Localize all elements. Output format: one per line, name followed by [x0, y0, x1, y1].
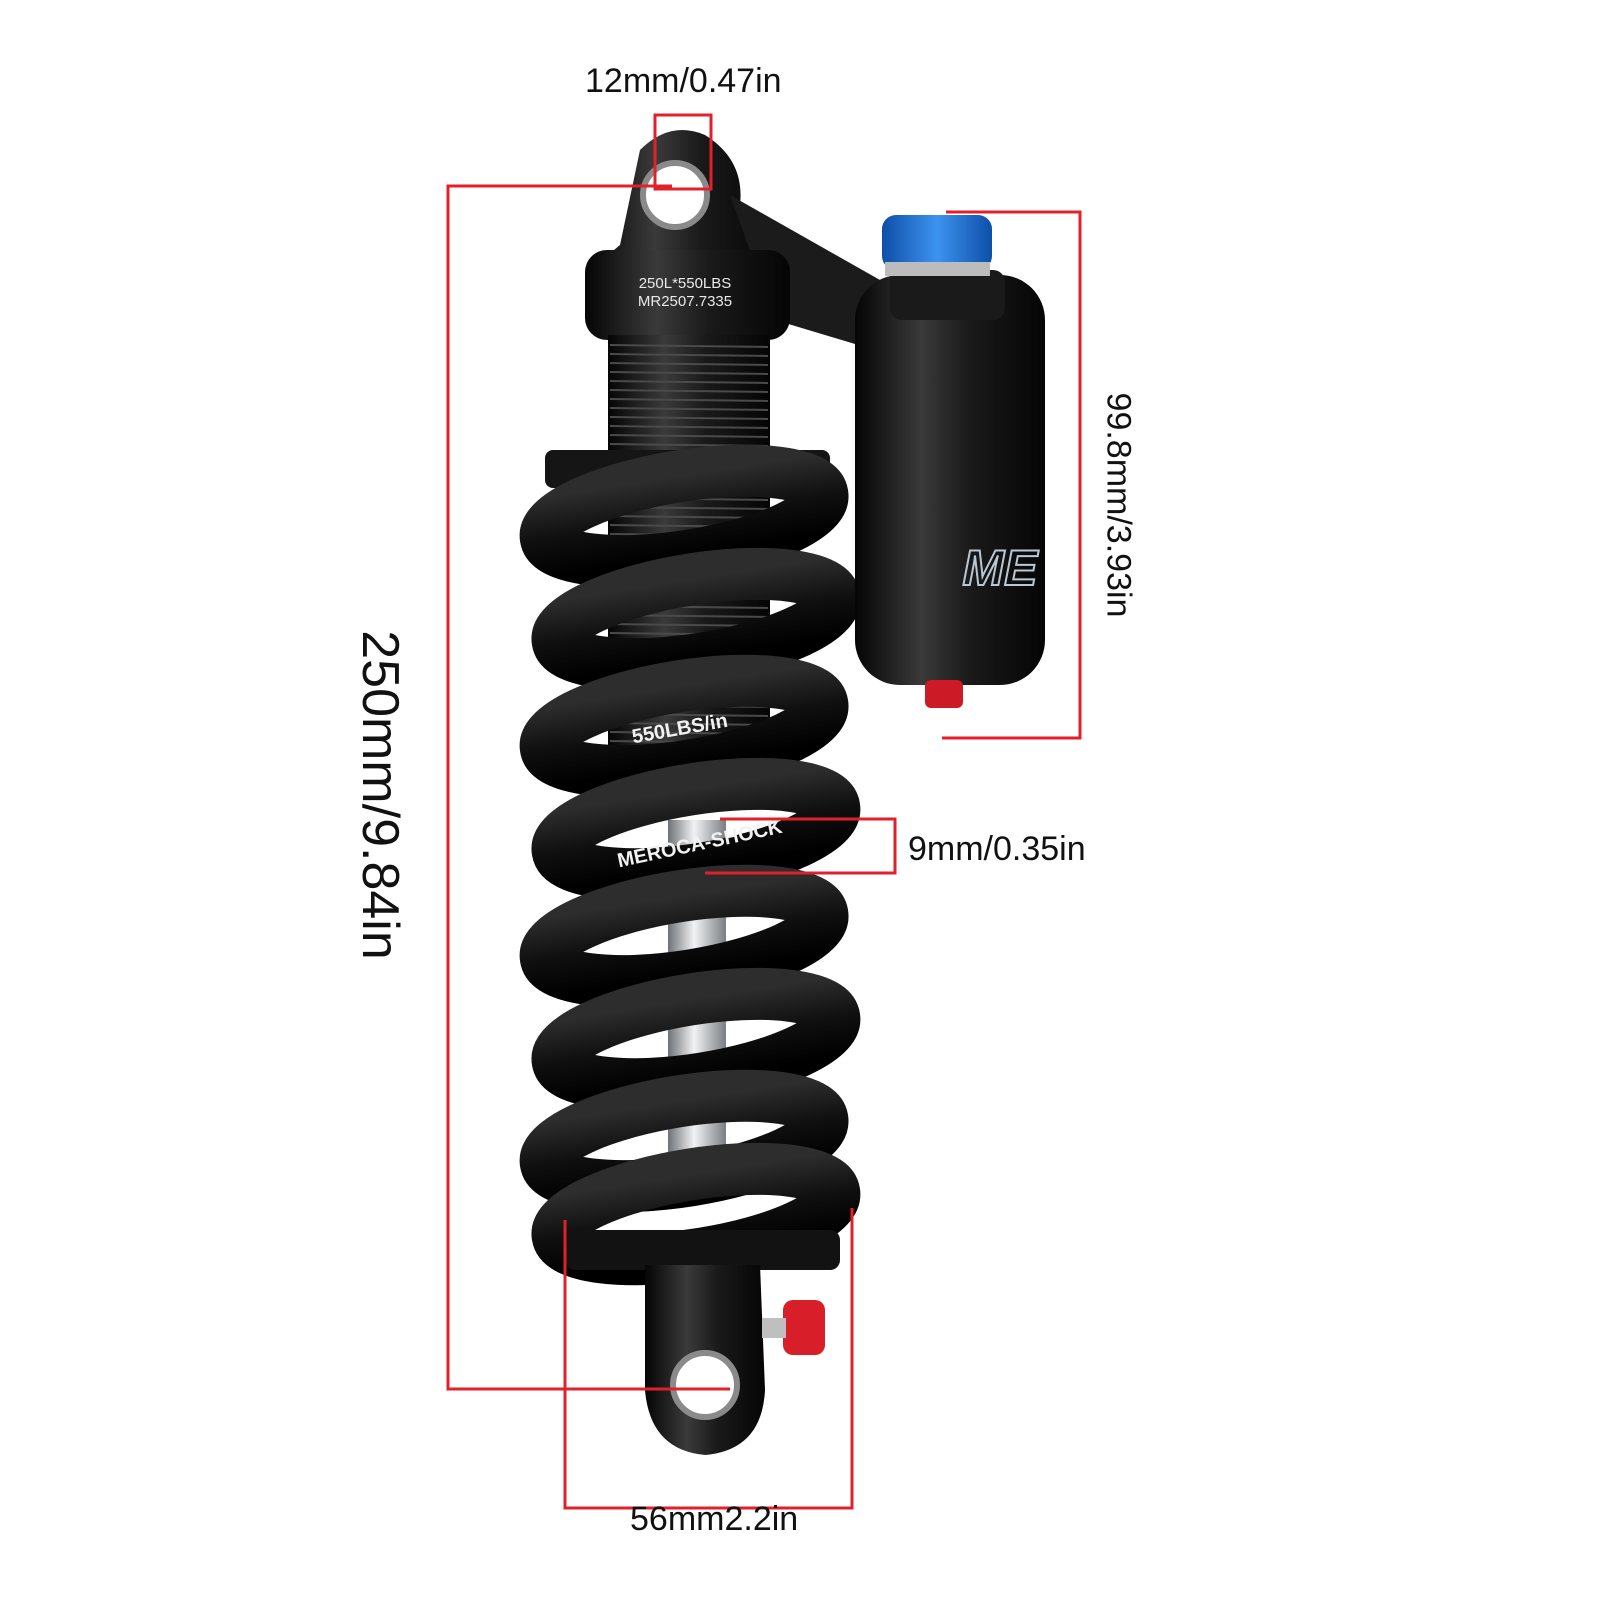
thread-line	[609, 425, 769, 429]
cap-marking-line2: MR2507.7335	[638, 293, 732, 310]
cap-marking-line1: 250L*550LBS	[639, 275, 732, 292]
thread-line	[609, 389, 769, 393]
lower-eye-hole	[670, 1350, 740, 1420]
compression-knob[interactable]	[882, 215, 992, 270]
rebound-knob-stem	[762, 1318, 786, 1338]
mount-width-bracket	[563, 1208, 854, 1510]
thread-line	[609, 344, 769, 348]
compression-knob-base	[885, 262, 990, 276]
rebound-knob[interactable]	[783, 1300, 825, 1355]
thread-line	[609, 353, 769, 357]
thread-line	[609, 407, 769, 411]
reservoir-arm	[730, 195, 880, 350]
lower-spring-seat	[565, 1230, 840, 1270]
reservoir-height-label: 99.8mm/3.93in	[1099, 392, 1138, 618]
top-cap	[585, 250, 790, 340]
reservoir-body	[855, 275, 1045, 685]
coil-spring	[519, 444, 861, 1286]
thread-line	[609, 434, 769, 438]
eye-width-label: 12mm/0.47in	[585, 62, 782, 100]
thread-line	[609, 380, 769, 384]
thread-line	[609, 371, 769, 375]
total-length-label: 250mm/9.84in	[351, 630, 409, 960]
thread-line	[609, 362, 769, 366]
thread-line	[609, 416, 769, 420]
eye-width-bracket	[653, 113, 713, 191]
reservoir-logo: ME	[963, 540, 1040, 596]
pin-bracket	[705, 817, 897, 875]
thread-line	[609, 398, 769, 402]
pin-diameter-label: 9mm/0.35in	[908, 830, 1086, 868]
reservoir-bracket	[942, 210, 1082, 740]
top-eye-hole	[640, 160, 710, 230]
mount-width-label: 56mm2.2in	[630, 1500, 799, 1538]
length-bracket	[446, 184, 730, 1391]
reservoir-bottom-valve	[925, 680, 963, 708]
thread-line	[609, 722, 769, 726]
reservoir-neck	[890, 270, 1005, 320]
dimension-lines	[446, 113, 1082, 1510]
